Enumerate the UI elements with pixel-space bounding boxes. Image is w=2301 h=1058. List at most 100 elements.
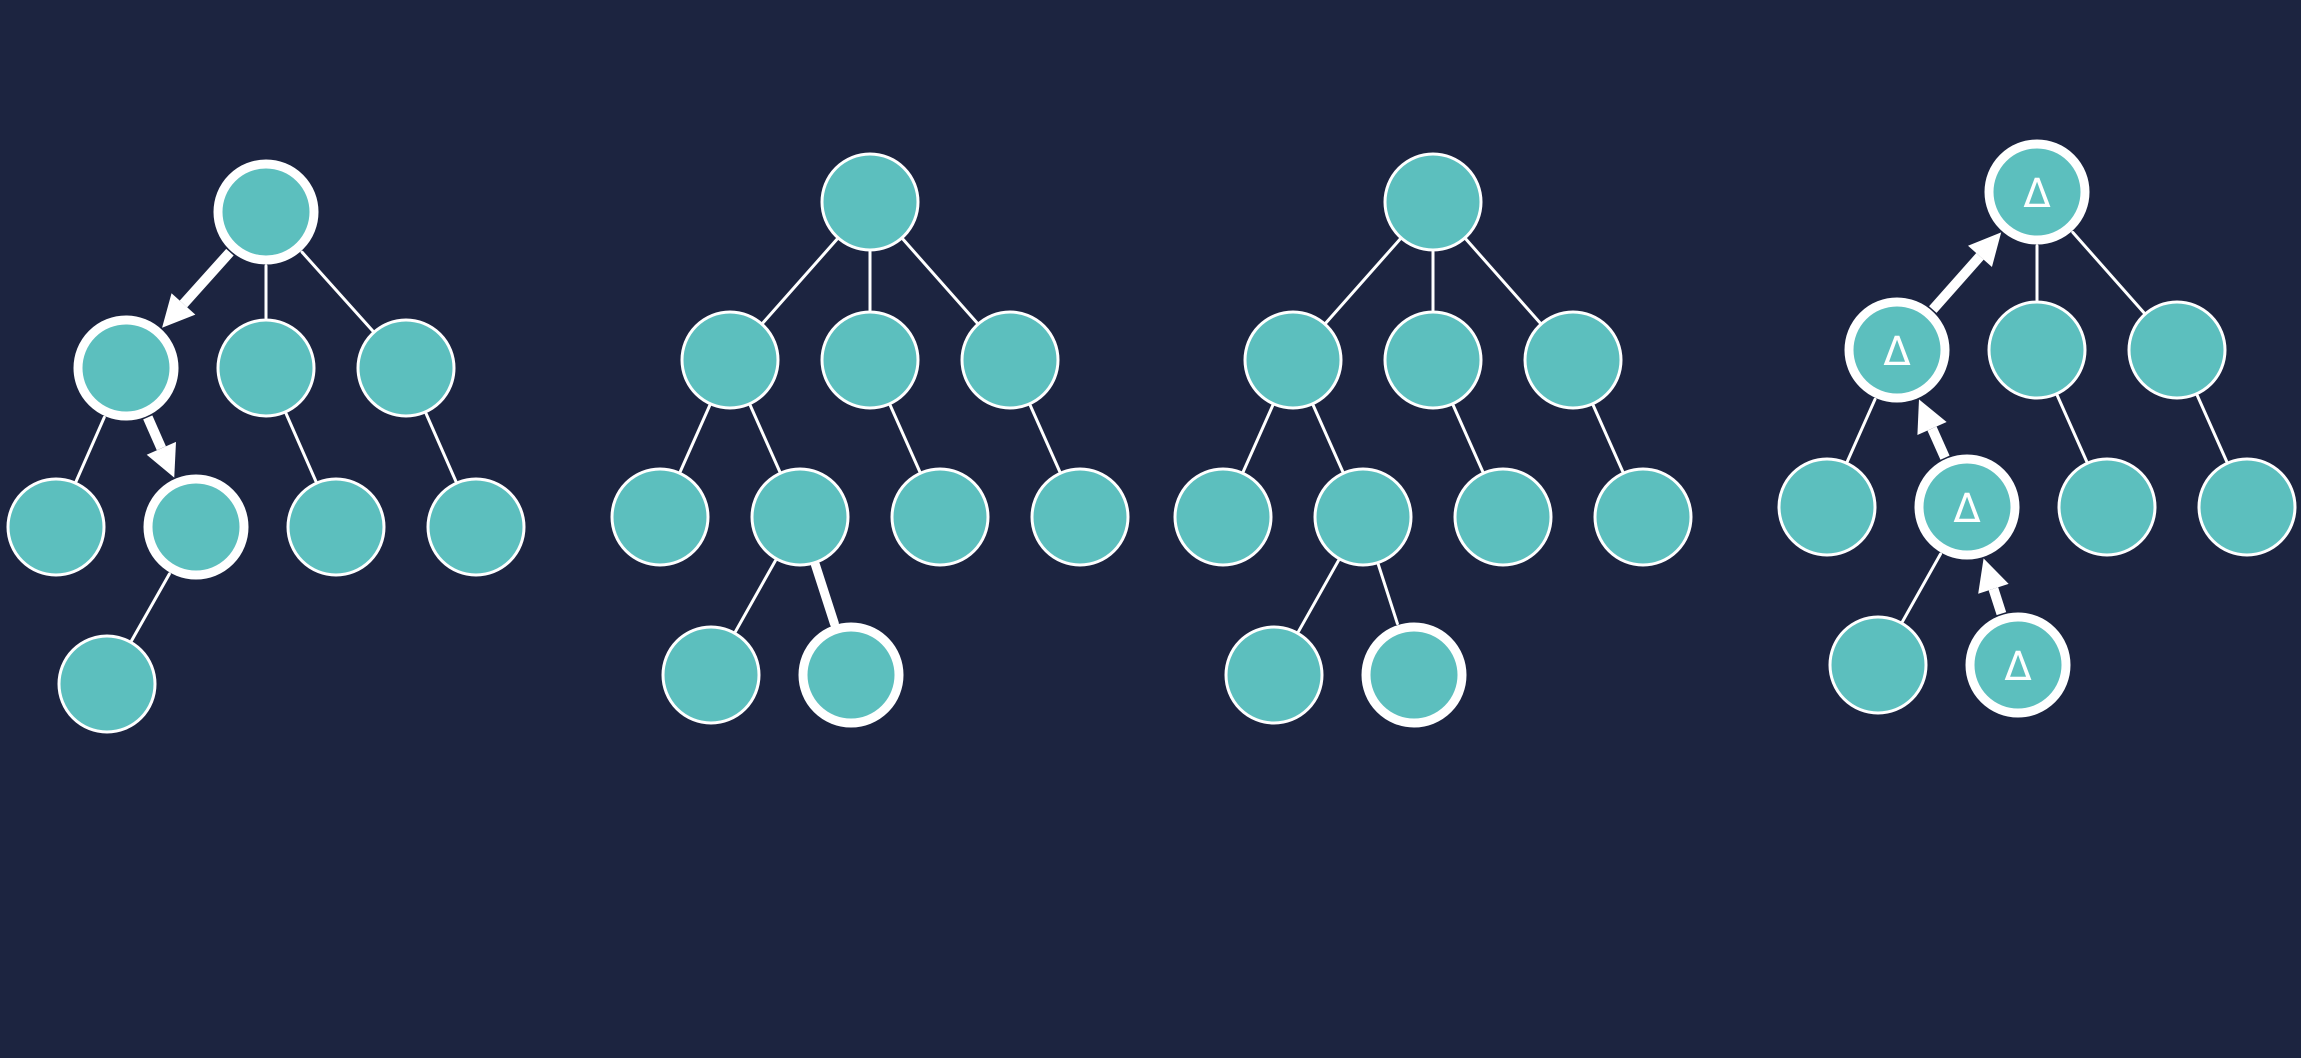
tree-3-edge-t3-a-to-t3-a2 — [1311, 404, 1345, 473]
tree-1-node-t1-root — [213, 159, 319, 265]
tree-3-edge-t3-c-to-t3-c1 — [1591, 404, 1625, 473]
tree-1-edge-t1-root-to-t1-c — [300, 250, 375, 333]
tree-3-node-t3-root — [1383, 152, 1483, 252]
tree-1-arrow-t1-a-to-t1-a2 — [143, 415, 166, 451]
tree-2-node-t2-a2 — [750, 467, 850, 567]
tree-3-edge-t3-a2-to-t3-a2a — [1297, 559, 1340, 633]
tree-3-node-t3-c1 — [1593, 467, 1693, 567]
tree-4-node-t4-b1 — [2057, 457, 2157, 557]
tree-4-edge-t4-a2-to-t4-a2a — [1901, 552, 1942, 623]
tree-4-edge-t4-a-to-t4-a1 — [1845, 397, 1877, 463]
tree-4-node-t4-a2b: Δ — [1965, 612, 2071, 718]
tree-1-node-t1-c1 — [426, 477, 526, 577]
node-circle — [680, 310, 780, 410]
delta-label: Δ — [2004, 644, 2032, 690]
tree-4-arrowhead-t4-a2-to-t4-a — [1917, 399, 1947, 436]
node-circle — [1030, 467, 1130, 567]
tree-2-edge-t2-a2-to-t2-a2b — [810, 560, 839, 629]
tree-2-node-t2-a2b — [798, 622, 904, 728]
tree-4-node-t4-a2a — [1828, 615, 1928, 715]
tree-3-node-t3-b1 — [1453, 467, 1553, 567]
tree-4-node-t4-a2: Δ — [1914, 454, 2020, 560]
tree-2-node-t2-c1 — [1030, 467, 1130, 567]
node-circle — [610, 467, 710, 567]
delta-label: Δ — [2023, 171, 2051, 217]
tree-1-node-t1-b — [216, 318, 316, 418]
tree-4-edge-t4-b-to-t4-b1 — [2055, 394, 2089, 463]
node-circle — [1383, 152, 1483, 252]
tree-2-node-t2-root — [820, 152, 920, 252]
tree-2-edge-t2-c-to-t2-c1 — [1028, 404, 1062, 473]
highlighted-node-circle — [798, 622, 904, 728]
node-circle — [1313, 467, 1413, 567]
node-circle — [2127, 300, 2227, 400]
tree-1-node-t1-a — [73, 315, 179, 421]
highlighted-node-circle — [213, 159, 319, 265]
node-circle — [57, 634, 157, 734]
tree-1-edge-t1-b-to-t1-b1 — [284, 412, 318, 483]
tree-1-node-t1-c — [356, 318, 456, 418]
tree-3-node-t3-a — [1243, 310, 1343, 410]
tree-2-node-t2-c — [960, 310, 1060, 410]
tree-1-node-t1-a2a — [57, 634, 157, 734]
tree-3-node-t3-b — [1383, 310, 1483, 410]
highlighted-node-circle — [1914, 454, 2020, 560]
tree-3-node-t3-a2b — [1361, 622, 1467, 728]
nodes-layer: Δ Δ Δ Δ — [6, 139, 2297, 734]
tree-4-node-t4-c1 — [2197, 457, 2297, 557]
tree-4-edge-t4-c-to-t4-c1 — [2195, 394, 2229, 463]
tree-4-arrowhead-t4-a-to-t4-root — [1967, 232, 2002, 267]
node-circle — [820, 310, 920, 410]
node-circle — [2197, 457, 2297, 557]
node-circle — [960, 310, 1060, 410]
tree-3-node-t3-a1 — [1173, 467, 1273, 567]
tree-2-node-t2-a1 — [610, 467, 710, 567]
node-circle — [890, 467, 990, 567]
tree-1-edge-t1-c-to-t1-c1 — [424, 412, 458, 483]
tree-2-node-t2-a2a — [661, 625, 761, 725]
node-circle — [216, 318, 316, 418]
tree-2-node-t2-b1 — [890, 467, 990, 567]
tree-3-edge-t3-a-to-t3-a1 — [1241, 404, 1275, 473]
node-circle — [1453, 467, 1553, 567]
tree-3-node-t3-a2 — [1313, 467, 1413, 567]
tree-4-node-t4-a: Δ — [1844, 297, 1950, 403]
highlighted-node-circle — [1965, 612, 2071, 718]
tree-3-edge-t3-b-to-t3-b1 — [1451, 404, 1485, 473]
tree-2-edge-t2-root-to-t2-c — [901, 237, 979, 325]
node-circle — [1224, 625, 1324, 725]
highlighted-node-circle — [143, 474, 249, 580]
node-circle — [1173, 467, 1273, 567]
node-circle — [1523, 310, 1623, 410]
node-circle — [6, 477, 106, 577]
node-circle — [1243, 310, 1343, 410]
tree-3-edge-t3-a2-to-t3-a2b — [1376, 563, 1399, 626]
node-circle — [1777, 457, 1877, 557]
tree-2-edge-t2-a-to-t2-a1 — [678, 404, 712, 473]
tree-1-node-t1-a2 — [143, 474, 249, 580]
tree-2-edge-t2-b-to-t2-b1 — [888, 404, 922, 473]
tree-2-edge-t2-a2-to-t2-a2a — [734, 559, 777, 633]
tree-4-node-t4-c — [2127, 300, 2227, 400]
tree-1-node-t1-b1 — [286, 477, 386, 577]
delta-label: Δ — [1883, 329, 1911, 375]
tree-3-edge-t3-root-to-t3-a — [1324, 237, 1402, 325]
node-circle — [356, 318, 456, 418]
tree-2-node-t2-b — [820, 310, 920, 410]
node-circle — [820, 152, 920, 252]
tree-4-node-t4-a1 — [1777, 457, 1877, 557]
tree-4-arrow-t4-a2b-to-t4-a2 — [1988, 587, 2007, 616]
node-circle — [286, 477, 386, 577]
node-circle — [1383, 310, 1483, 410]
tree-3-edge-t3-root-to-t3-c — [1464, 237, 1542, 325]
tree-4-node-t4-b — [1987, 300, 2087, 400]
tree-3-node-t3-a2a — [1224, 625, 1324, 725]
tree-1-arrowhead-t1-a-to-t1-a2 — [146, 441, 176, 478]
tree-4-arrowhead-t4-a2b-to-t4-a2 — [1978, 558, 2009, 594]
node-circle — [661, 625, 761, 725]
edges-layer — [74, 230, 2229, 643]
tree-1-node-t1-a1 — [6, 477, 106, 577]
tree-3-node-t3-c — [1523, 310, 1623, 410]
highlighted-node-circle — [1984, 139, 2090, 245]
tree-4-arrow-t4-a2-to-t4-a — [1927, 426, 1950, 460]
